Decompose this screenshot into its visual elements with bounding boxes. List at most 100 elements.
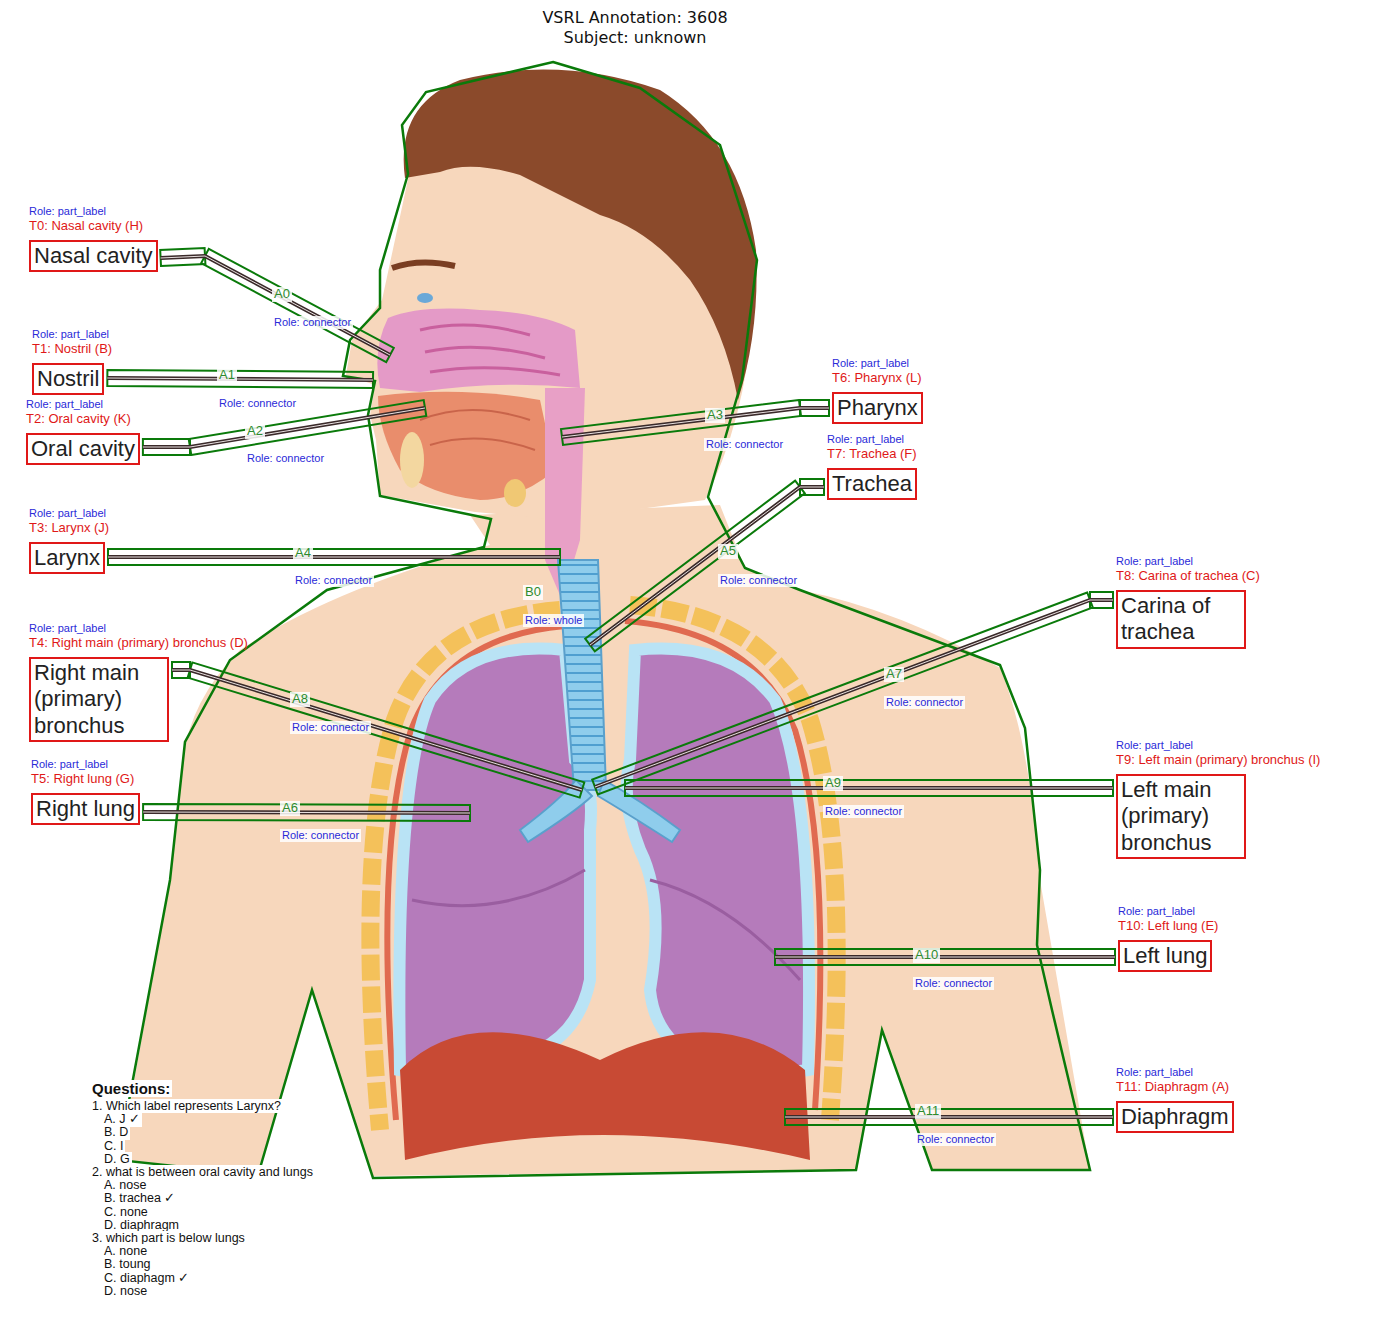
leader-line-core (785, 1117, 1113, 1118)
role-tag: Role: connector (718, 574, 799, 587)
part-label-node: Role: part_labelT5: Right lung (G)Right … (31, 758, 140, 825)
connector-id: A8 (290, 692, 310, 707)
questions-heading: Questions: (90, 1080, 172, 1097)
label-box: Left lung (1118, 940, 1212, 972)
connector-outline (108, 549, 560, 565)
leader-line (107, 378, 373, 380)
role-tag: Role: part_label (1118, 905, 1218, 918)
nasal-cavity (377, 309, 580, 392)
eyebrow (392, 262, 455, 268)
part-name: Left main (primary) bronchus (1121, 777, 1241, 856)
role-tag: Role: part_label (827, 433, 917, 446)
role-tag: Role: part_label (32, 328, 112, 341)
role-tag: Role: connector (217, 397, 298, 410)
nasal-turbinate (420, 325, 560, 375)
connector-outline (107, 370, 373, 388)
part-label-node: Role: part_labelT7: Trachea (F)Trachea (827, 433, 917, 500)
part-name: Diaphragm (1121, 1104, 1229, 1130)
role-tag: Role: connector (290, 721, 371, 734)
part-id: T7: Trachea (F) (827, 446, 917, 462)
role-tag: Role: part_label (1116, 555, 1260, 568)
connector-id: A3 (705, 408, 725, 423)
part-label-node: Role: part_labelT9: Left main (primary) … (1116, 739, 1320, 859)
leader-line (562, 408, 829, 437)
connector-outline (775, 949, 1115, 965)
connector-id: A4 (293, 546, 313, 561)
label-box: Oral cavity (26, 433, 140, 465)
part-label-node: Role: part_labelT0: Nasal cavity (H)Nasa… (29, 205, 158, 272)
leader-line-core (143, 812, 470, 813)
part-label-node: Role: part_labelT2: Oral cavity (K) Oral … (26, 398, 140, 465)
part-id: T9: Left main (primary) bronchus (I) (1116, 752, 1320, 768)
part-label-node: Role: part_labelT4: Right main (primary)… (29, 622, 248, 742)
label-box: Nostril (32, 363, 104, 395)
part-label-node: Role: part_labelT10: Left lung (E)Left l… (1118, 905, 1218, 972)
part-id: T4: Right main (primary) bronchus (D) (29, 635, 248, 651)
part-label-node: Role: part_labelT1: Nostril (B) Nostril (32, 328, 112, 395)
connector-id: A2 (245, 424, 265, 439)
leader-line-core (107, 378, 373, 380)
label-box: Diaphragm (1116, 1101, 1234, 1133)
role-tag: Role: connector (704, 438, 785, 451)
hyoid (504, 479, 526, 507)
leader-line (785, 1115, 1113, 1119)
leader-line-core (625, 788, 1113, 789)
role-tag: Role: connector (913, 977, 994, 990)
leader-line-core (562, 408, 829, 437)
part-id: T2: Oral cavity (K) (26, 411, 140, 427)
answer-option: D. nose (102, 1284, 149, 1298)
leader-line (775, 955, 1115, 959)
title: VSRL Annotation: 3608 (0, 8, 1270, 27)
part-id: T3: Larynx (J) (29, 520, 109, 536)
leader-line (143, 812, 470, 813)
role-tag: Role: whole (523, 614, 584, 627)
part-name: Larynx (34, 545, 100, 571)
connector-id: A0 (272, 287, 292, 302)
role-tag: Role: connector (915, 1133, 996, 1146)
connector-outline (785, 1109, 1113, 1125)
leader-line-core (108, 557, 560, 558)
role-tag: Role: part_label (29, 507, 109, 520)
leader-line (595, 600, 1113, 787)
oral-cavity (378, 392, 555, 500)
leader-line (108, 555, 560, 559)
part-name: Left lung (1123, 943, 1207, 969)
part-name: Right lung (36, 796, 135, 822)
whole-id: B0 (523, 585, 543, 600)
role-tag: Role: connector (293, 574, 374, 587)
part-name: Nasal cavity (34, 243, 153, 269)
part-id: T11: Diaphragm (A) (1116, 1079, 1234, 1095)
role-tag: Role: part_label (832, 357, 923, 370)
connector-id: A11 (915, 1104, 941, 1119)
subtitle: Subject: unknown (0, 29, 1270, 47)
body-outline (118, 62, 1090, 1178)
role-tag: Role: connector (823, 805, 904, 818)
label-box: Larynx (29, 542, 105, 574)
connector-outline (143, 804, 470, 821)
leader-line (143, 408, 425, 447)
label-box: Left main (primary) bronchus (1116, 774, 1246, 859)
vocal-fold (400, 432, 424, 488)
diaphragm (400, 1032, 810, 1160)
role-tag: Role: part_label (31, 758, 140, 771)
part-label-node: Role: part_labelT6: Pharynx (L)Pharynx (832, 357, 923, 424)
label-box: Right main (primary) bronchus (29, 657, 169, 742)
role-tag: Role: connector (280, 829, 361, 842)
leader-line-core (595, 600, 1113, 787)
part-id: T1: Nostril (B) (32, 341, 112, 357)
part-name: Right main (primary) bronchus (34, 660, 164, 739)
role-tag: Role: part_label (1116, 739, 1320, 752)
part-name: Nostril (37, 366, 99, 392)
trachea (558, 560, 606, 790)
role-tag: Role: part_label (26, 398, 140, 411)
leader-line (625, 786, 1113, 790)
leader-line-core (775, 957, 1115, 958)
connector-id: A10 (913, 948, 940, 963)
tongue-detail (420, 410, 535, 450)
role-tag: Role: part_label (29, 622, 248, 635)
part-id: T0: Nasal cavity (H) (29, 218, 158, 234)
part-label-node: Role: part_labelT3: Larynx (J) Larynx (29, 507, 109, 574)
connector-id: A6 (280, 801, 300, 816)
connector-id: A1 (217, 368, 237, 383)
